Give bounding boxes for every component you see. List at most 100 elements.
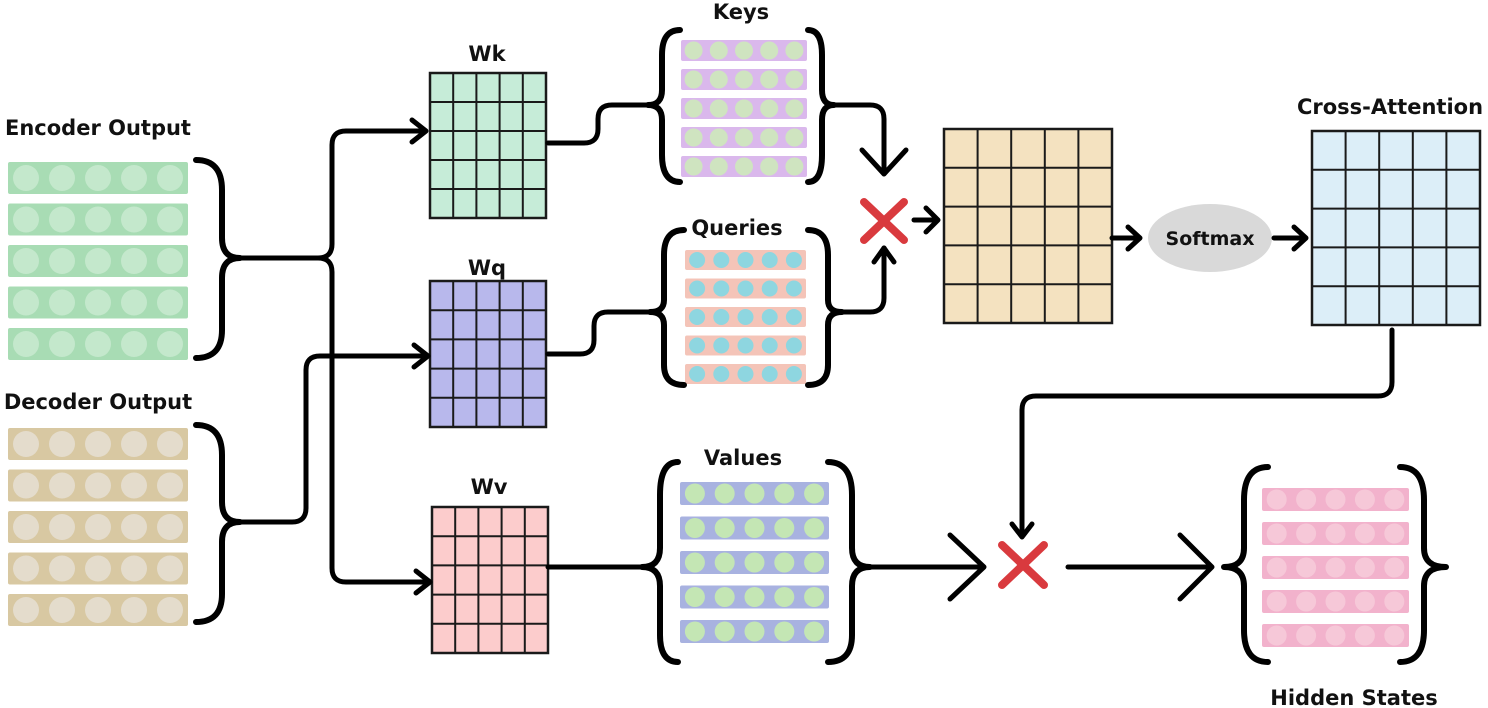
hidden-open-brace [1221,464,1271,665]
keys-close-brace [805,27,837,185]
decoder-dot [121,472,147,499]
decoder-rows [8,428,188,626]
hidden-row [1262,488,1409,511]
encoder-dot [85,289,111,316]
softmax-label: Softmax [1166,228,1255,250]
decoder-dot [121,514,147,540]
score-matrix-frame [942,127,1114,325]
encoder-to-wv [315,255,427,585]
keys-dot [785,70,804,89]
encoder-dot [157,248,183,274]
queries-dot [761,337,778,354]
values-dot [804,552,825,573]
encoder-dot [121,206,147,233]
values-dot [804,518,825,538]
queries-dot [761,366,778,382]
encoder-dot [49,248,75,274]
hidden-dot [1266,625,1287,646]
hidden-dot [1384,591,1405,612]
wk-to-keys [545,102,651,146]
queries-row [685,278,806,299]
encoder-output-label: Encoder Output [5,116,191,140]
encoder-dot [49,165,75,191]
queries-dot [689,337,706,354]
values-row [680,482,829,505]
encoder-dot [121,289,147,316]
keys-dot [709,70,728,89]
hidden-dot [1384,557,1405,578]
hidden-row [1262,522,1409,545]
decoder-dot [157,555,183,582]
wk-label: Wk [468,42,506,66]
attention-to-multiply [1019,327,1395,538]
queries-dot [785,280,802,297]
queries-to-multiply [839,245,887,315]
hidden-dot [1266,557,1287,578]
decoder-dot [49,555,75,582]
decoder-dot [85,514,111,540]
keys-dot [735,70,753,89]
queries-dot [713,366,730,382]
queries-row [685,307,806,327]
queries-dot [761,252,778,268]
hidden-dot [1325,523,1346,544]
encoder-dot [13,165,39,191]
hidden-dot [1296,523,1317,544]
encoder-dot [157,165,183,191]
values-dot [684,621,705,642]
decoder-dot [121,555,147,582]
hidden-dot [1296,557,1317,578]
encoder-brace [193,157,243,361]
decoder-dot [85,597,111,623]
encoder-row [8,245,188,277]
encoder-dot [85,331,111,357]
keys-dot [735,99,753,118]
encoder-dot [13,248,39,274]
keys-dot [684,41,703,60]
queries-dot [761,280,778,297]
encoder-dot [13,331,39,357]
values-rows [680,482,829,643]
decoder-dot [13,431,39,457]
values-dot [714,483,735,504]
decoder-dot [121,597,147,623]
wk-matrix-frame [428,71,548,220]
keys-open-brace [645,27,683,185]
encoder-dot [85,206,111,233]
wv-matrix [430,505,550,655]
values-dot [804,587,825,607]
queries-dot [785,366,802,382]
keys-dot [785,157,804,176]
keys-dot [760,99,779,118]
queries-dot [737,309,754,325]
decoder-output-label: Decoder Output [4,390,192,414]
hidden-dot [1384,489,1405,510]
values-dot [744,621,765,642]
wq-label: Wq [468,256,506,280]
encoder-row [8,162,188,194]
encoder-dot [13,289,39,316]
decoder-dot [49,472,75,499]
queries-row [685,250,806,270]
values-dot [774,518,795,538]
keys-dot [684,157,703,176]
decoder-dot [13,597,39,623]
hidden-states-label: Hidden States [1270,686,1437,708]
keys-dot [684,70,703,89]
decoder-dot [157,514,183,540]
matrix-grids [428,71,1482,655]
arrow-to-attention [1291,224,1309,252]
score-matrix [942,127,1114,325]
queries-dot [689,309,706,325]
keys-dot [785,41,804,60]
decoder-dot [85,555,111,582]
encoder-dot [49,331,75,357]
decoder-dot [13,555,39,582]
keys-rows [681,40,807,177]
encoder-dot [121,331,147,357]
encoder-dot [13,206,39,233]
attention-matrix [1310,129,1482,327]
queries-dot [689,280,706,297]
